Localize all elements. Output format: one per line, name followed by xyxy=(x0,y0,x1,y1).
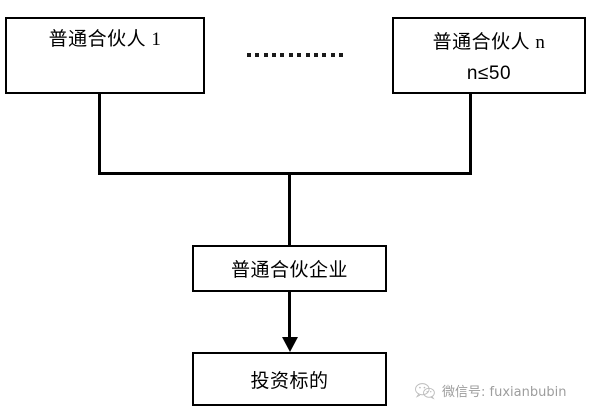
node-general-partnership-label: 普通合伙企业 xyxy=(230,260,348,281)
node-general-partnership: 普通合伙企业 xyxy=(192,245,387,292)
edge-partner-1-to-bus xyxy=(98,92,101,175)
ellipsis-dot xyxy=(330,53,335,57)
edge-partner-n-to-bus xyxy=(469,92,472,175)
wechat-logo-icon xyxy=(414,382,436,400)
ellipsis-dot xyxy=(313,53,318,57)
ellipsis-dot xyxy=(247,53,251,57)
ellipsis-dot xyxy=(338,53,343,57)
arrow-head-icon xyxy=(282,337,298,352)
ellipsis-dot xyxy=(280,53,285,57)
ellipsis-dot xyxy=(297,53,302,57)
edge-bus-to-partnership xyxy=(288,172,291,247)
ellipsis-dot xyxy=(305,53,310,57)
edge-horizontal-bus xyxy=(98,172,472,175)
ellipsis-dot xyxy=(263,53,268,57)
edge-partnership-to-target-shaft xyxy=(288,292,291,340)
ellipsis-dot xyxy=(255,53,260,57)
node-general-partner-1: 普通合伙人 1 xyxy=(5,17,205,94)
node-general-partner-n-constraint: n≤50 xyxy=(466,63,512,84)
node-investment-target: 投资标的 xyxy=(192,352,387,406)
ellipsis-dot xyxy=(272,53,277,57)
ellipsis-dot xyxy=(322,53,327,57)
node-general-partner-n-label: 普通合伙人 n xyxy=(432,32,546,53)
node-general-partner-1-label: 普通合伙人 1 xyxy=(48,29,162,50)
watermark: 微信号: fuxianbubin xyxy=(414,381,566,400)
watermark-text: 微信号: fuxianbubin xyxy=(442,385,567,400)
node-general-partner-n: 普通合伙人 n n≤50 xyxy=(392,17,586,94)
node-investment-target-label: 投资标的 xyxy=(250,370,329,392)
horizontal-ellipsis-icon xyxy=(247,50,343,60)
ellipsis-dot xyxy=(288,53,293,57)
